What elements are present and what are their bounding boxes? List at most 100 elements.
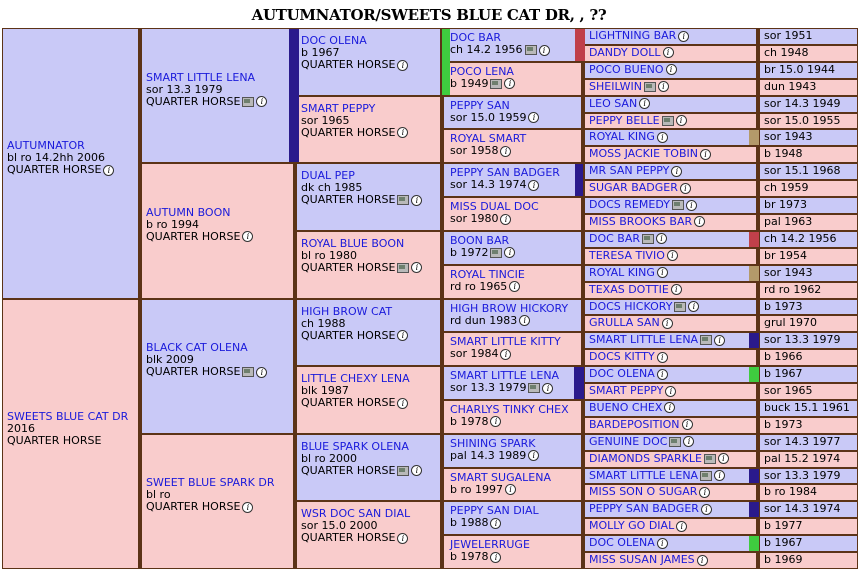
horse-name-link[interactable]: SMART PEPPY xyxy=(301,101,376,115)
info-icon[interactable]: i xyxy=(500,145,512,157)
info-icon[interactable]: i xyxy=(542,382,554,394)
horse-name-link[interactable]: ROYAL TINCIE xyxy=(450,267,525,281)
horse-name-link[interactable]: SMART SUGALENA xyxy=(450,470,551,484)
info-icon[interactable]: i xyxy=(681,419,693,431)
horse-name-link[interactable]: BOON BAR xyxy=(450,233,510,247)
horse-name-link[interactable]: ROYAL KING xyxy=(589,130,655,144)
info-icon[interactable]: i xyxy=(670,284,682,296)
info-icon[interactable]: i xyxy=(519,315,531,326)
horse-name-link[interactable]: MISS BROOKS BAR xyxy=(589,214,693,228)
info-icon[interactable]: i xyxy=(678,30,690,42)
horse-name-link[interactable]: MOLLY GO DIAL xyxy=(589,519,675,533)
info-icon[interactable]: i xyxy=(714,470,726,482)
horse-name-link[interactable]: SHINING SPARK xyxy=(450,436,536,450)
horse-name-link[interactable]: SMART LITTLE LENA xyxy=(146,70,256,84)
horse-name-link[interactable]: WSR DOC SAN DIAL xyxy=(301,507,411,521)
info-icon[interactable]: i xyxy=(509,281,521,293)
info-icon[interactable]: i xyxy=(656,267,668,279)
info-icon[interactable]: i xyxy=(675,115,687,127)
horse-name-link[interactable]: LITTLE CHEXY LENA xyxy=(301,372,410,386)
info-icon[interactable]: i xyxy=(504,78,516,90)
info-icon[interactable]: i xyxy=(242,501,254,513)
info-icon[interactable]: i xyxy=(397,397,409,409)
horse-name-link[interactable]: GENUINE DOC xyxy=(589,434,668,448)
info-icon[interactable]: i xyxy=(397,59,409,71)
info-icon[interactable]: i xyxy=(504,247,516,259)
info-icon[interactable]: i xyxy=(490,551,502,563)
info-icon[interactable]: i xyxy=(671,165,683,177)
info-icon[interactable]: i xyxy=(656,131,668,143)
horse-name-link[interactable]: ROYAL BLUE BOON xyxy=(301,236,405,250)
horse-name-link[interactable]: POCO LENA xyxy=(450,64,514,78)
horse-name-link[interactable]: LIGHTNING BAR xyxy=(589,29,677,42)
info-icon[interactable]: i xyxy=(699,486,711,498)
horse-name-link[interactable]: MOSS JACKIE TOBIN xyxy=(589,147,698,161)
photo-icon[interactable] xyxy=(661,115,674,126)
info-icon[interactable]: i xyxy=(256,366,268,378)
info-icon[interactable]: i xyxy=(397,127,409,139)
horse-name-link[interactable]: BARDEPOSITION xyxy=(589,417,680,431)
info-icon[interactable]: i xyxy=(676,520,688,532)
info-icon[interactable]: i xyxy=(657,81,669,93)
horse-name-link[interactable]: HIGH BROW HICKORY xyxy=(450,301,569,315)
info-icon[interactable]: i xyxy=(656,368,668,380)
info-icon[interactable]: i xyxy=(528,450,540,462)
horse-name-link[interactable]: DOC BAR xyxy=(589,231,641,245)
info-icon[interactable]: i xyxy=(665,385,677,397)
horse-name-link[interactable]: DANDY DOLL xyxy=(589,45,661,59)
photo-icon[interactable] xyxy=(674,301,687,312)
info-icon[interactable]: i xyxy=(679,182,691,194)
horse-name-link[interactable]: SWEETS BLUE CAT DR xyxy=(7,409,129,423)
info-icon[interactable]: i xyxy=(665,64,677,76)
horse-name-link[interactable]: DIAMONDS SPARKLE xyxy=(589,451,702,465)
info-icon[interactable]: i xyxy=(411,194,423,206)
photo-icon[interactable] xyxy=(524,45,537,55)
horse-name-link[interactable]: ROYAL KING xyxy=(589,265,655,279)
info-icon[interactable]: i xyxy=(656,233,668,245)
horse-name-link[interactable]: PEPPY BELLE xyxy=(589,113,660,127)
photo-icon[interactable] xyxy=(490,247,503,258)
info-icon[interactable]: i xyxy=(661,317,673,329)
photo-icon[interactable] xyxy=(700,470,713,481)
horse-name-link[interactable]: PEPPY SAN BADGER xyxy=(450,166,560,180)
horse-name-link[interactable]: AUTUMNATOR xyxy=(7,139,85,153)
photo-icon[interactable] xyxy=(700,335,713,346)
horse-name-link[interactable]: BUENO CHEX xyxy=(589,400,663,414)
horse-name-link[interactable]: MISS SON O SUGAR xyxy=(589,485,698,499)
info-icon[interactable]: i xyxy=(717,453,729,465)
horse-name-link[interactable]: PEPPY SAN xyxy=(450,98,510,112)
horse-name-link[interactable]: AUTUMN BOON xyxy=(146,205,231,219)
info-icon[interactable]: i xyxy=(699,148,711,160)
photo-icon[interactable] xyxy=(397,262,410,273)
info-icon[interactable]: i xyxy=(700,503,712,515)
info-icon[interactable]: i xyxy=(397,330,409,341)
info-icon[interactable]: i xyxy=(103,164,115,176)
info-icon[interactable]: i xyxy=(500,213,512,225)
horse-name-link[interactable]: SMART LITTLE LENA xyxy=(589,468,699,482)
info-icon[interactable]: i xyxy=(500,348,512,360)
info-icon[interactable]: i xyxy=(490,416,502,428)
info-icon[interactable]: i xyxy=(662,47,674,59)
horse-name-link[interactable]: DOCS REMEDY xyxy=(589,198,670,212)
horse-name-link[interactable]: MISS SUSAN JAMES xyxy=(589,553,695,567)
horse-name-link[interactable]: SHEILWIN xyxy=(589,79,642,93)
horse-name-link[interactable]: CHARLYS TINKY CHEX xyxy=(450,402,569,416)
info-icon[interactable]: i xyxy=(639,98,651,110)
info-icon[interactable]: i xyxy=(694,216,706,228)
horse-name-link[interactable]: DOC OLENA xyxy=(301,34,367,47)
horse-name-link[interactable]: SMART LITTLE LENA xyxy=(450,369,560,383)
photo-icon[interactable] xyxy=(643,81,656,92)
info-icon[interactable]: i xyxy=(683,436,695,448)
photo-icon[interactable] xyxy=(397,195,410,206)
info-icon[interactable]: i xyxy=(504,484,516,496)
info-icon[interactable]: i xyxy=(528,112,540,124)
info-icon[interactable]: i xyxy=(666,250,678,262)
photo-icon[interactable] xyxy=(669,436,682,447)
horse-name-link[interactable]: BLACK CAT OLENA xyxy=(146,341,248,355)
info-icon[interactable]: i xyxy=(714,334,726,346)
photo-icon[interactable] xyxy=(397,465,410,476)
horse-name-link[interactable]: DOCS HICKORY xyxy=(589,299,673,313)
info-icon[interactable]: i xyxy=(538,44,550,56)
info-icon[interactable]: i xyxy=(685,199,697,211)
info-icon[interactable]: i xyxy=(656,351,668,363)
